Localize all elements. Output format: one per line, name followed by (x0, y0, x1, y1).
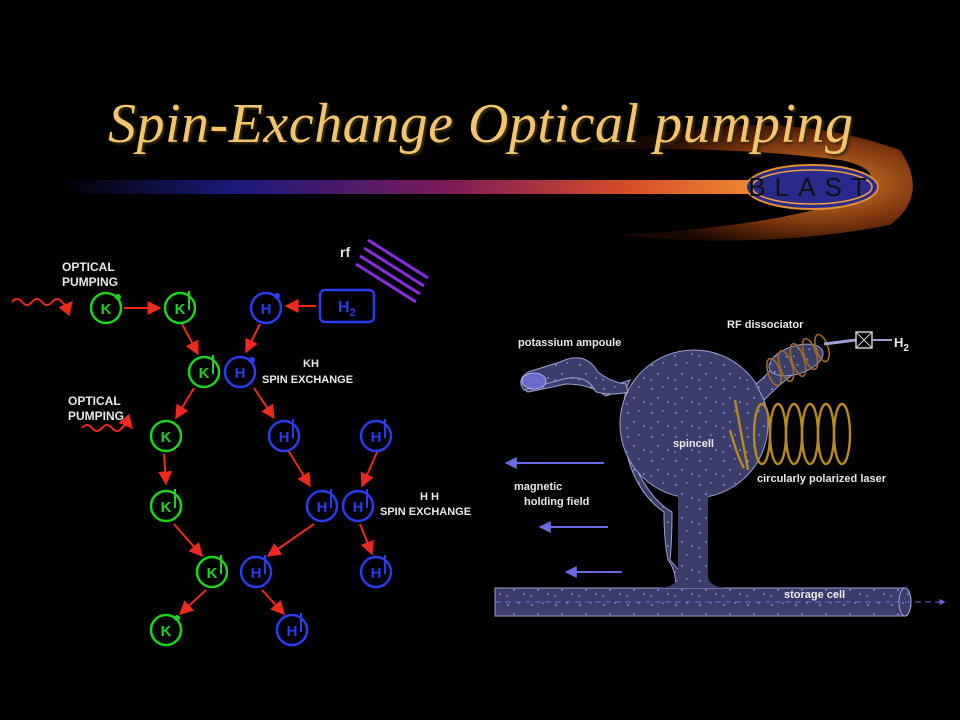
optical-pumping-label-2: OPTICAL (68, 394, 121, 408)
k-atom-7: K (149, 613, 183, 647)
svg-text:H: H (279, 429, 290, 446)
k-atom-4: K (149, 419, 183, 453)
h-atom-8: H (359, 555, 393, 589)
h-atom-9: H (275, 613, 309, 647)
k-atom-6: K (195, 555, 229, 589)
svg-text:K: K (175, 301, 186, 318)
svg-text:H: H (251, 565, 262, 582)
h2-molecule-box: H2 (318, 288, 376, 324)
blast-logo-text: BLAST (748, 172, 875, 202)
h-atom-6: H (341, 489, 375, 523)
rf-dissociator-coil (766, 333, 830, 387)
svg-text:H: H (317, 499, 328, 516)
h-atom-5: H (305, 489, 339, 523)
h-atom-2: H (223, 355, 257, 389)
svg-text:PUMPING: PUMPING (68, 409, 124, 423)
k-atom-5: K (149, 489, 183, 523)
svg-text:K: K (199, 365, 210, 382)
rf-label: rf (340, 244, 350, 260)
k-atom-2: K (163, 291, 197, 325)
laser-helix (728, 399, 852, 471)
header-swoosh (60, 125, 913, 241)
svg-text:H: H (235, 365, 246, 382)
svg-text:SPIN EXCHANGE: SPIN EXCHANGE (262, 374, 353, 386)
svg-text:PUMPING: PUMPING (62, 275, 118, 289)
h-atom-1: H (249, 291, 283, 325)
svg-text:K: K (161, 499, 172, 516)
reaction-arrows (124, 299, 379, 616)
svg-text:H: H (287, 623, 298, 640)
rf-dissociator-label: RF dissociator (727, 319, 804, 331)
magnetic-field-label: magnetic (514, 481, 562, 493)
spin-exchange-apparatus: potassium ampoule RF dissociator H2 spin… (494, 319, 946, 617)
k-atom-3: K (187, 355, 221, 389)
svg-text:K: K (161, 429, 172, 446)
svg-text:K: K (101, 301, 112, 318)
svg-text:H: H (261, 301, 272, 318)
hh-exchange-label: H H (420, 491, 439, 503)
svg-text:K: K (207, 565, 218, 582)
h-atom-4: H (359, 419, 393, 453)
svg-text:H: H (353, 499, 364, 516)
laser-label: circularly polarized laser (757, 473, 887, 485)
spin-exchange-diagram: OPTICAL PUMPING OPTICAL PUMPING rf KH SP… (11, 238, 471, 647)
photon-wave-2 (81, 413, 133, 432)
slide-title: Spin-Exchange Optical pumping (108, 93, 854, 155)
potassium-ampoule-label: potassium ampoule (518, 337, 621, 349)
rf-wave-lines (355, 238, 429, 304)
magnetic-field-arrows (504, 457, 622, 578)
svg-text:SPIN EXCHANGE: SPIN EXCHANGE (380, 506, 471, 518)
spincell-label: spincell (673, 438, 714, 450)
svg-text:K: K (161, 623, 172, 640)
svg-text:H2: H2 (338, 299, 356, 319)
kh-exchange-label: KH (303, 358, 319, 370)
svg-text:holding field: holding field (524, 496, 589, 508)
optical-pumping-label-1: OPTICAL (62, 260, 115, 274)
h-atom-7: H (239, 555, 273, 589)
blast-logo: BLAST (745, 164, 879, 210)
h2-source-label: H2 (894, 335, 909, 354)
photon-wave-1 (11, 298, 73, 317)
k-atom-1: K (89, 291, 123, 325)
svg-text:H: H (371, 429, 382, 446)
svg-text:H: H (371, 565, 382, 582)
h-atom-3: H (267, 419, 301, 453)
storage-cell-label: storage cell (784, 589, 845, 601)
